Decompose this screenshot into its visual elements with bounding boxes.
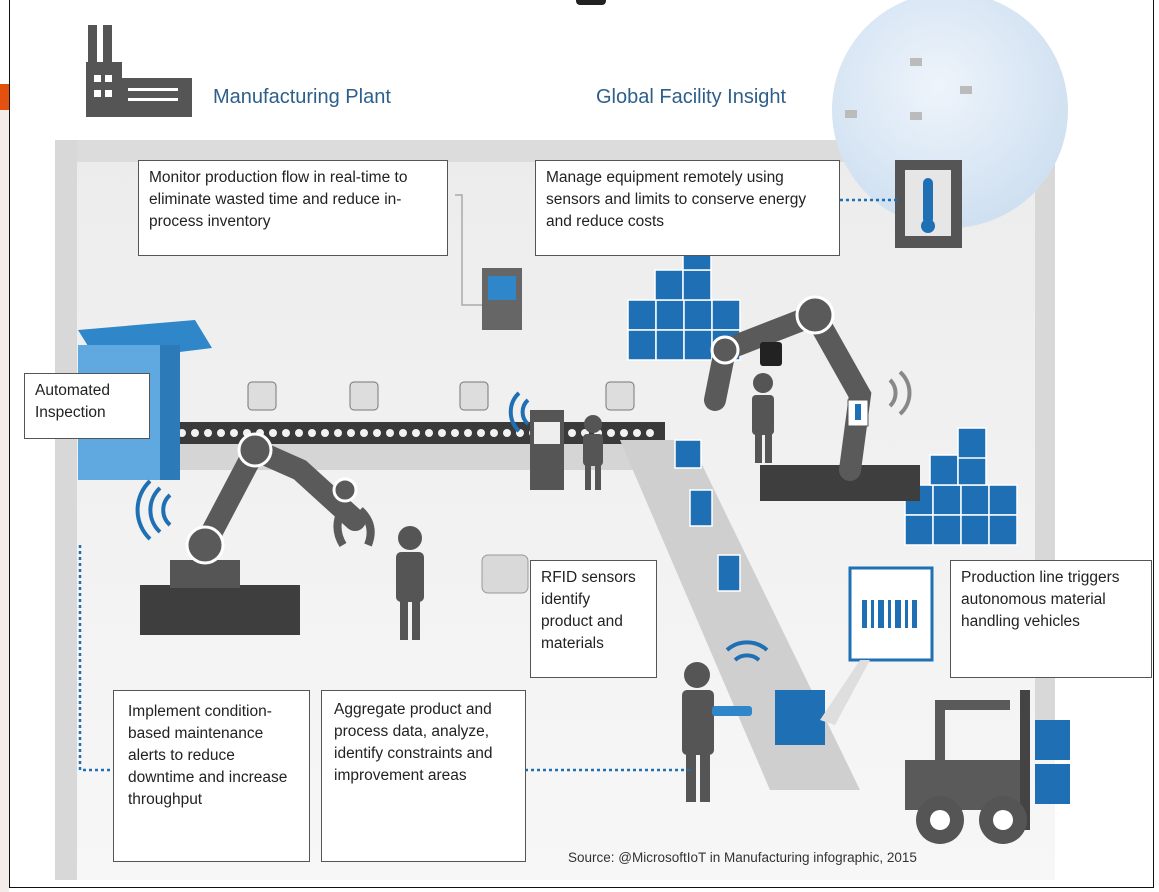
belt-products (247, 381, 635, 411)
blue-crate (960, 484, 990, 516)
conveyor-roller (308, 429, 316, 437)
thermometer-icon (895, 160, 962, 248)
blue-crate (932, 484, 962, 516)
conveyor-roller (269, 429, 277, 437)
conveyor-roller (399, 429, 407, 437)
blue-crate (711, 299, 741, 331)
callout-condition-maintenance: Implement condition-based maintenance al… (113, 690, 310, 862)
barcode-beam (820, 660, 870, 725)
conveyor-roller (607, 429, 615, 437)
blue-crate (717, 554, 741, 592)
conveyor-roller (503, 429, 511, 437)
callout-rfid-sensors: RFID sensors identify product and materi… (530, 560, 657, 678)
monitor-icon (482, 268, 522, 330)
callout-manage-equipment: Manage equipment remotely using sensors … (535, 160, 840, 256)
blue-crate (689, 489, 713, 527)
conveyor-roller (620, 429, 628, 437)
conveyor-roller (464, 429, 472, 437)
robot-arm-icon (140, 432, 375, 635)
robot-arm-icon-2 (704, 295, 920, 501)
conveyor-roller (360, 429, 368, 437)
factory-icon (86, 25, 192, 117)
barrels (481, 342, 782, 594)
conveyor-roller (347, 429, 355, 437)
conveyor-roller (477, 429, 485, 437)
building-left-wall (55, 140, 77, 880)
scanner-kiosk (530, 410, 564, 490)
conveyor-roller (295, 429, 303, 437)
blue-crate (674, 439, 702, 469)
callout-monitor-flow: Monitor production flow in real-time to … (138, 160, 448, 256)
blue-crate (655, 329, 685, 361)
monitor-connector (455, 194, 482, 306)
scanned-crate (775, 690, 825, 745)
conveyor-roller (230, 429, 238, 437)
barcode-icon (848, 566, 934, 662)
blue-crate (957, 427, 987, 459)
conveyor-roller (568, 429, 576, 437)
conveyor-roller (386, 429, 394, 437)
conveyor-roller (646, 429, 654, 437)
globe-icon (832, 0, 1068, 228)
conveyor-roller (204, 429, 212, 437)
forklift-icon (905, 690, 1070, 844)
conveyor-roller (490, 429, 498, 437)
blue-crate (988, 514, 1018, 546)
blue-crate (655, 299, 685, 331)
conveyor-roller (334, 429, 342, 437)
worker-icon (396, 373, 774, 802)
conveyor-roller (412, 429, 420, 437)
building-top-wall (55, 140, 1055, 162)
conveyor-roller (451, 429, 459, 437)
conveyor-roller (633, 429, 641, 437)
manufacturing-plant-label: Manufacturing Plant (213, 86, 391, 108)
global-facility-label: Global Facility Insight (596, 86, 787, 108)
source-caption: Source: @MicrosoftIoT in Manufacturing i… (568, 850, 917, 865)
blue-crate (904, 514, 934, 546)
blue-crate (654, 269, 684, 301)
blue-crate (627, 299, 657, 331)
blue-crate (683, 299, 713, 331)
blue-crate (932, 514, 962, 546)
conveyor-roller (282, 429, 290, 437)
conveyor-roller (425, 429, 433, 437)
callout-aggregate-data: Aggregate product and process data, anal… (321, 690, 526, 862)
blue-crate (627, 329, 657, 361)
orange-tab (0, 84, 10, 110)
blue-crate (682, 269, 712, 301)
blue-crate (683, 329, 713, 361)
blue-crate (929, 454, 959, 486)
left-edge-strip (0, 110, 9, 892)
conveyor-roller (217, 429, 225, 437)
top-mark (576, 0, 606, 5)
conveyor-roller (321, 429, 329, 437)
conveyor-roller (191, 429, 199, 437)
blue-crate (988, 484, 1018, 516)
conveyor-roller (373, 429, 381, 437)
callout-production-line: Production line triggers autonomous mate… (950, 560, 1152, 678)
callout-automated-inspection: Automated Inspection (24, 373, 150, 439)
wifi-icon (135, 370, 912, 662)
blue-crate (957, 454, 987, 486)
blue-crate (960, 514, 990, 546)
conveyor-roller (438, 429, 446, 437)
